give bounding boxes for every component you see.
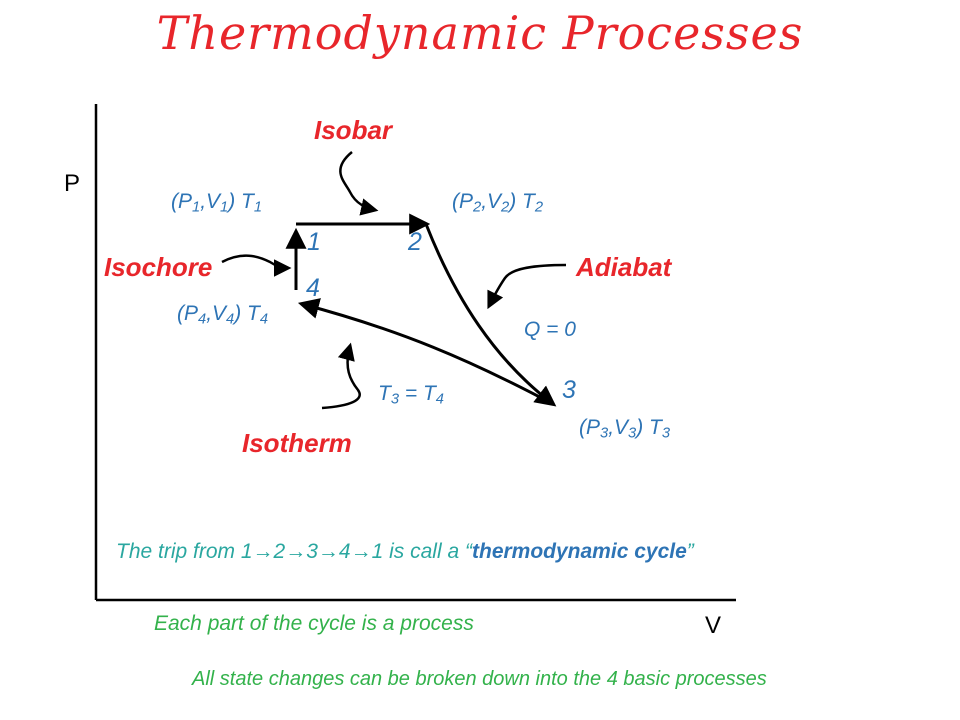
adiabat-curve [424, 223, 557, 407]
process-note: Each part of the cycle is a process [154, 612, 474, 635]
arrow-icon: → [350, 540, 372, 563]
state-3-number: 3 [562, 376, 576, 404]
isochore-label: Isochore [104, 252, 213, 282]
isochore-pointer [221, 254, 292, 277]
page-title: Thermodynamic Processes [156, 6, 804, 60]
state-4-number: 4 [306, 274, 320, 302]
basic-processes-note: All state changes can be broken down int… [192, 668, 767, 690]
state-2-number: 2 [408, 228, 422, 256]
state-2-label: (P2,V2) T2 [452, 190, 544, 216]
cycle-emphasis: thermodynamic cycle [472, 540, 687, 563]
y-axis-label: P [64, 170, 81, 197]
adiabat-pointer [487, 263, 567, 310]
isotherm-label: Isotherm [242, 428, 352, 458]
isotherm-curve [297, 298, 554, 406]
cycle-description: The trip from 1→2→3→4→1 is call a “therm… [116, 540, 694, 563]
arrow-icon: → [317, 540, 339, 563]
isobar-label: Isobar [314, 115, 393, 145]
isobar-pointer [339, 151, 379, 216]
state-1-number: 1 [307, 228, 321, 256]
isotherm-pointer [321, 342, 361, 410]
state-3-label: (P3,V3) T3 [579, 416, 671, 442]
x-axis-label: V [705, 612, 722, 639]
isotherm-temperature-label: T3 = T4 [378, 382, 444, 408]
adiabat-label: Adiabat [576, 252, 672, 282]
adiabat-heat-label: Q = 0 [524, 318, 576, 341]
state-1-label: (P1,V1) T1 [171, 190, 263, 216]
arrow-icon: → [252, 540, 274, 563]
arrow-icon: → [285, 540, 307, 563]
state-4-label: (P4,V4) T4 [177, 302, 269, 328]
